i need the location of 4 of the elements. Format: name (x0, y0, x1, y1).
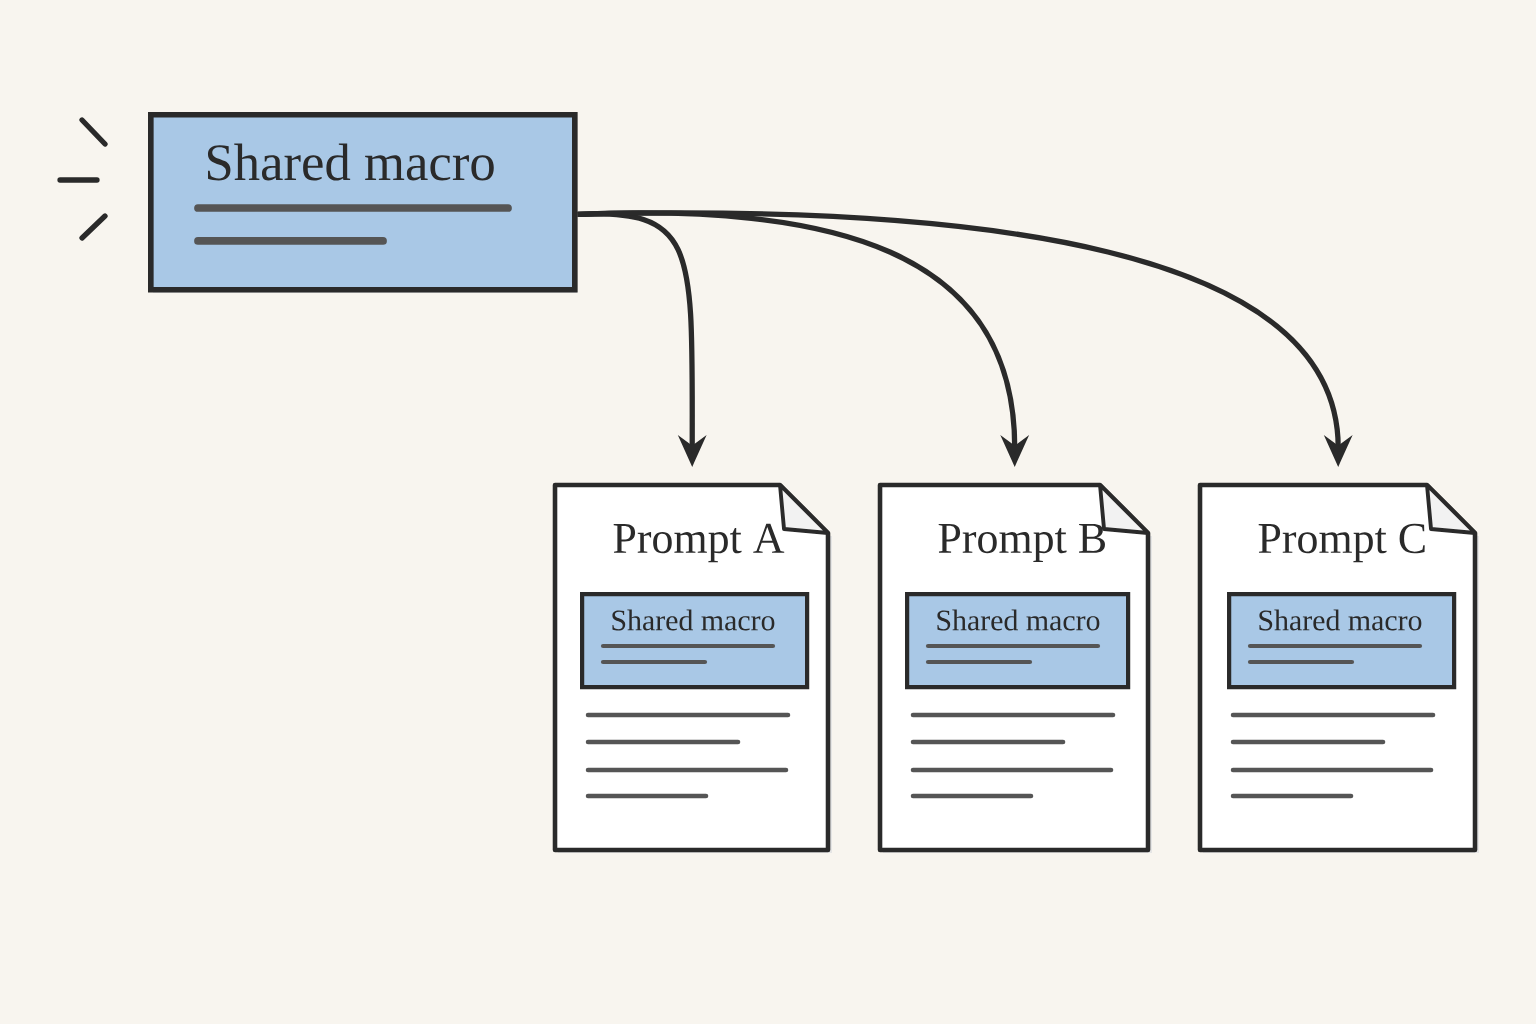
macro-card: Shared macro (148, 112, 578, 293)
macro-block: Shared macro (905, 592, 1131, 690)
macro-block: Shared macro (1227, 592, 1457, 690)
macro-block: Shared macro (580, 592, 810, 690)
